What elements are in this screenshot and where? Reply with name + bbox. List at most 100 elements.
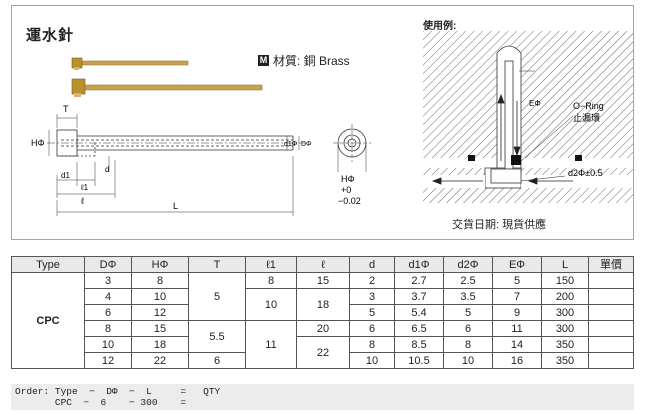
col-type: Type [11, 256, 85, 273]
cell-l: 20 [296, 320, 350, 337]
dim-dphi: DΦ [301, 141, 312, 148]
cell-d: 5 [349, 304, 395, 321]
dim-l1: ℓ1 [80, 183, 89, 192]
cell-d: 8 [349, 336, 395, 353]
cell-ephi: 7 [492, 288, 542, 305]
cell-hphi: 18 [131, 336, 189, 353]
page-title: 運水針 [26, 27, 75, 44]
cell-d2phi: 8 [443, 336, 493, 353]
cell-hphi: 8 [131, 272, 189, 289]
table-header-row: Type DΦ HΦ T ℓ1 ℓ d d1Φ d2Φ EΦ L 單價 [11, 256, 634, 273]
product-photos [71, 57, 263, 97]
cell-ephi: 14 [492, 336, 542, 353]
col-t: T [188, 256, 246, 273]
cell-price [588, 304, 634, 321]
cell-l: 18 [296, 288, 350, 321]
dim-d1phi: d1Φ [284, 141, 298, 148]
cell-length: 300 [541, 304, 589, 321]
cell-d2phi: 6 [443, 320, 493, 337]
cell-l1: 8 [245, 272, 297, 289]
dim-t: T [63, 104, 69, 114]
cell-hphi: 22 [131, 352, 189, 369]
table-row: CPC 3 8 5 8 15 2 2.7 2.5 5 150 [11, 272, 634, 369]
col-d1phi: d1Φ [394, 256, 444, 273]
cell-price [588, 288, 634, 305]
material-text: 材質: 銅 Brass [273, 54, 350, 68]
cell-d1phi: 2.7 [394, 272, 444, 289]
tol-minus: −0.02 [338, 196, 361, 206]
col-hphi: HΦ [131, 256, 189, 273]
cell-l: 22 [296, 336, 350, 369]
cell-price [588, 320, 634, 337]
cell-t: 6 [188, 352, 246, 369]
table-row: 4 10 10 18 3 3.7 3.5 7 200 [12, 288, 634, 321]
col-l1: ℓ1 [245, 256, 297, 273]
cell-price [588, 272, 634, 289]
long-pin-photo [71, 78, 263, 97]
usage-d2: d2Φ±0.5 [568, 168, 603, 178]
cell-d1phi: 3.7 [394, 288, 444, 305]
col-d: d [349, 256, 395, 273]
cell-d2phi: 10 [443, 352, 493, 369]
table-row: 12 22 6 10 10.5 10 16 350 [12, 352, 634, 369]
cell-t: 5.5 [188, 320, 246, 353]
usage-example-diagram: EΦ O−Ring 止漏環 d2Φ±0.5 [423, 31, 633, 203]
cell-ephi: 5 [492, 272, 542, 289]
cell-d: 10 [349, 352, 395, 369]
col-ephi: EΦ [492, 256, 542, 273]
cell-d2phi: 5 [443, 304, 493, 321]
cell-d: 3 [349, 288, 395, 305]
cell-length: 350 [541, 352, 589, 369]
cell-ephi: 16 [492, 352, 542, 369]
dim-l: ℓ [81, 196, 85, 206]
delivery-note: 交貨日期: 現貨供應 [452, 219, 547, 231]
cell-dphi: 10 [84, 336, 132, 353]
cell-dphi: 12 [84, 352, 132, 369]
cell-hphi: 10 [131, 288, 189, 305]
tol-plus: +0 [341, 185, 351, 195]
cell-ephi: 9 [492, 304, 542, 321]
cell-ephi: 11 [492, 320, 542, 337]
cell-dphi: 3 [84, 272, 132, 289]
table-row: 8 15 5.5 11 20 6 6.5 6 11 300 [12, 320, 634, 369]
type-cell: CPC [11, 272, 85, 369]
drawing-frame [11, 5, 634, 240]
cell-length: 200 [541, 288, 589, 305]
cell-dphi: 6 [84, 304, 132, 321]
cell-d1phi: 5.4 [394, 304, 444, 321]
usage-oring-cn: 止漏環 [573, 112, 600, 123]
cell-length: 350 [541, 336, 589, 353]
cell-d: 2 [349, 272, 395, 289]
cell-d1phi: 6.5 [394, 320, 444, 337]
cell-d2phi: 2.5 [443, 272, 493, 289]
cell-price [588, 336, 634, 353]
cell-length: 150 [541, 272, 589, 289]
material-badge: M [258, 55, 269, 66]
cell-hphi: 15 [131, 320, 189, 337]
order-example: Order: Type − DΦ − L = QTY CPC − 6 − 300… [11, 384, 634, 410]
cell-d1phi: 8.5 [394, 336, 444, 353]
table-row: 10 18 22 8 8.5 8 14 350 [12, 336, 634, 369]
cell-l1: 10 [245, 288, 297, 321]
technical-drawing: T HΦ d1 ℓ1 d ℓ L d1Φ DΦ HΦ +0 −0.02 [31, 104, 371, 216]
short-pin-photo [71, 57, 189, 70]
col-d2phi: d2Φ [443, 256, 493, 273]
cell-t: 5 [188, 272, 246, 321]
cell-l: 15 [296, 272, 350, 289]
col-dphi: DΦ [84, 256, 132, 273]
order-example-line: CPC − 6 − 300 = [15, 397, 187, 408]
dim-hphi: HΦ [31, 138, 45, 148]
cell-dphi: 4 [84, 288, 132, 305]
cell-length: 300 [541, 320, 589, 337]
cell-d: 6 [349, 320, 395, 337]
cell-dphi: 8 [84, 320, 132, 337]
cell-hphi: 12 [131, 304, 189, 321]
col-length: L [541, 256, 589, 273]
dim-d1: d1 [61, 171, 70, 180]
spec-table: Type DΦ HΦ T ℓ1 ℓ d d1Φ d2Φ EΦ L 單價 CPC … [11, 256, 634, 369]
usage-example-label: 使用例: [423, 21, 457, 32]
dim-d: d [105, 165, 109, 174]
usage-oring: O−Ring [573, 101, 604, 111]
cell-price [588, 352, 634, 369]
col-l: ℓ [296, 256, 350, 273]
